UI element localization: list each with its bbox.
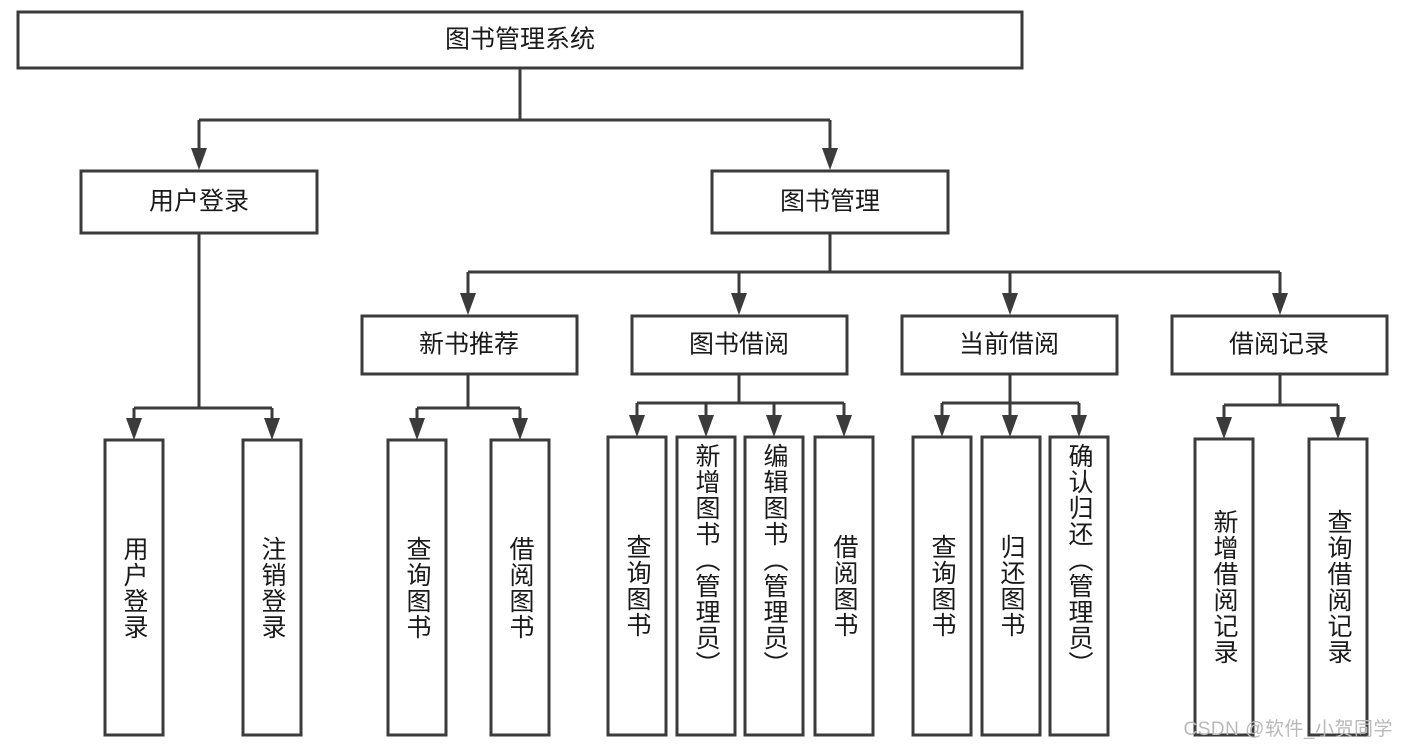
arrowhead-book-manage [822,148,838,170]
csdn-watermark: CSDN @软件_小贺同学 [1183,719,1393,740]
leaf-box-return-book[interactable] [980,435,1042,737]
arrowhead-leaf-user-login [126,418,142,440]
node-user-login-label: 用户登录 [149,188,249,216]
leaf-box-add-record[interactable] [1193,437,1255,737]
arrowhead-current-borrow [1002,293,1018,315]
arrowhead-leaf-query-record [1330,417,1346,439]
arrowhead-leaf-add-record [1216,417,1232,439]
node-book-manage-label: 图书管理 [780,188,880,216]
node-current-borrow-label: 当前借阅 [959,331,1059,359]
node-book-manage[interactable]: 图书管理 [710,169,950,235]
arrowhead-book-borrow [731,293,747,315]
arrowhead-leaf-borrow-book-1 [512,418,528,440]
connectors-borrow-record-to-leaves [1216,374,1346,439]
arrowhead-new-book-recommend [460,293,476,315]
leaf-box-confirm-return[interactable] [1048,435,1110,737]
leaf-box-query-book-3[interactable] [911,435,973,737]
node-current-borrow-box[interactable] [900,314,1119,376]
connectors-current-borrow-to-leaves [934,374,1087,437]
leaf-box-edit-book[interactable] [743,435,805,737]
node-root[interactable]: 图书管理系统 [16,10,1024,70]
connectors-user-login-to-leaves [126,233,280,440]
node-new-book-recommend-box[interactable] [360,314,579,376]
leaf-box-logout-login[interactable] [241,438,303,737]
arrowhead-leaf-return-book [1002,415,1018,437]
node-root-label: 图书管理系统 [445,26,595,54]
node-book-borrow-label: 图书借阅 [689,331,789,359]
arrowhead-leaf-edit-book [766,415,782,437]
leaf-box-add-book[interactable] [675,435,737,737]
arrowhead-leaf-logout-login [264,418,280,440]
node-user-login-box[interactable] [79,169,319,235]
arrowhead-borrow-record [1272,293,1288,315]
node-current-borrow[interactable]: 当前借阅 [900,314,1119,376]
leaf-boxes [103,435,1369,737]
arrowhead-leaf-query-book-1 [409,418,425,440]
arrowhead-leaf-query-book-3 [934,415,950,437]
node-book-borrow[interactable]: 图书借阅 [630,314,849,376]
node-new-book-recommend-label: 新书推荐 [419,331,519,359]
node-borrow-record[interactable]: 借阅记录 [1170,314,1389,376]
leaf-box-borrow-book-1[interactable] [489,438,551,737]
node-borrow-record-label: 借阅记录 [1229,331,1329,359]
node-root-box[interactable] [16,10,1024,70]
arrowhead-leaf-query-book-2 [629,415,645,437]
leaf-box-user-login[interactable] [103,438,165,737]
connectors-new-book-to-leaves [409,374,528,440]
arrowhead-user-login [191,148,207,170]
leaf-box-borrow-book-2[interactable] [813,435,875,737]
arrowhead-leaf-add-book [698,415,714,437]
connectors-book-manage-to-level3 [460,233,1288,315]
node-borrow-record-box[interactable] [1170,314,1389,376]
node-book-borrow-box[interactable] [630,314,849,376]
leaf-box-query-book-2[interactable] [606,435,668,737]
node-book-manage-box[interactable] [710,169,950,235]
connectors-book-borrow-to-leaves [629,374,852,437]
arrowhead-leaf-borrow-book-2 [836,415,852,437]
node-new-book-recommend[interactable]: 新书推荐 [360,314,579,376]
connectors-root-to-level2 [191,69,838,170]
leaf-box-query-record[interactable] [1307,437,1369,737]
arrowhead-leaf-confirm-return [1071,415,1087,437]
node-user-login[interactable]: 用户登录 [79,169,319,235]
leaf-box-query-book-1[interactable] [386,438,448,737]
